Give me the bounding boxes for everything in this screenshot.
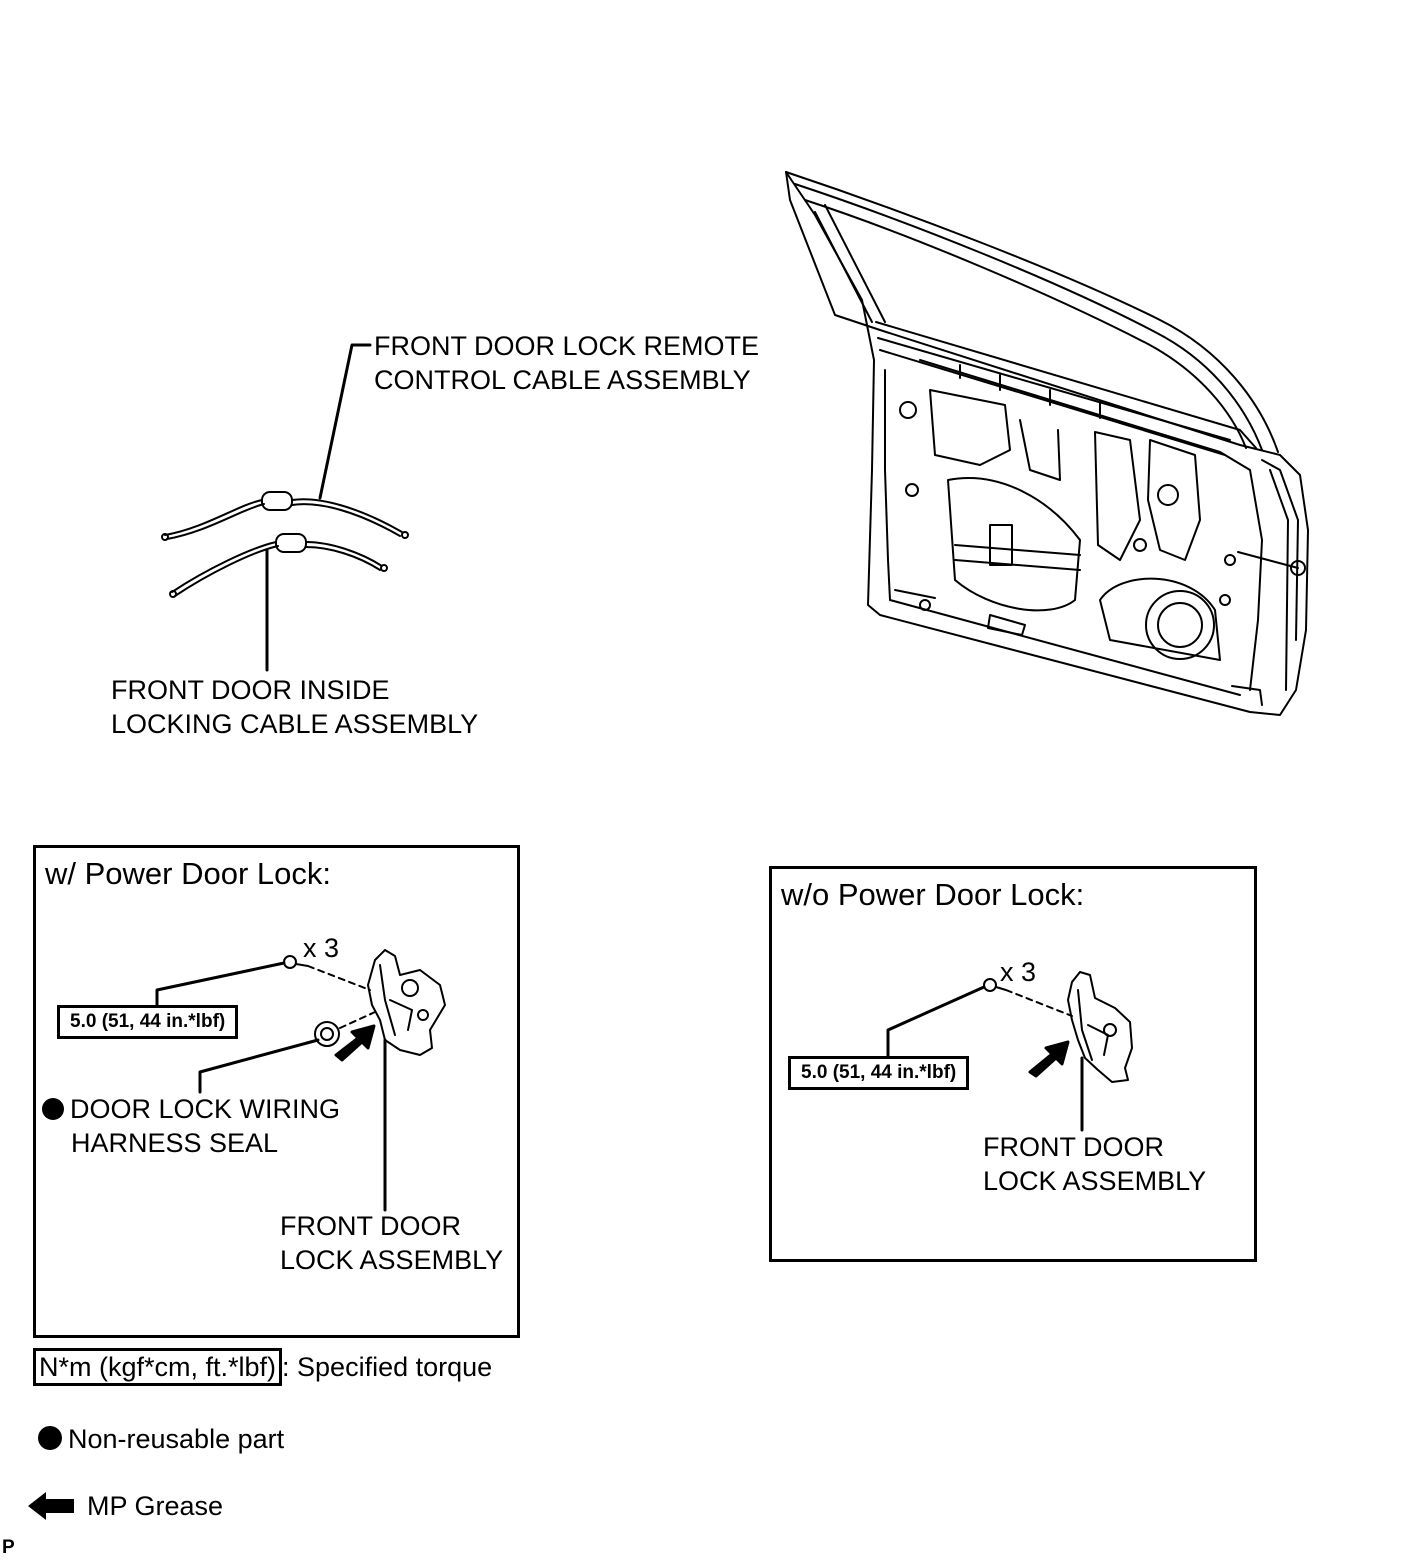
legend-torque-box: N*m (kgf*cm, ft.*lbf) [33, 1348, 283, 1386]
inside-cable-label: FRONT DOOR INSIDE LOCKING CABLE ASSEMBLY [111, 675, 479, 739]
power-door-lock-panel [33, 845, 520, 1338]
inside-locking-cable [169, 533, 388, 598]
grease-arrow-right [1028, 1040, 1070, 1078]
remote-cable-label: FRONT DOOR LOCK REMOTE CONTROL CABLE ASS… [374, 331, 760, 395]
legend-grease: MP Grease [87, 1491, 224, 1521]
harness-seal [314, 1021, 340, 1047]
corner-mark: P [2, 1537, 15, 1558]
legend-torque: N*m (kgf*cm, ft.*lbf): Specified torque [33, 1348, 492, 1386]
front-door-panel [785, 171, 1309, 716]
manual-door-lock-assembly [1067, 971, 1133, 1083]
manual-panel-title: w/o Power Door Lock: [781, 877, 1085, 912]
manual-screw-qty: x 3 [1000, 957, 1037, 987]
legend-nonreusable: Non-reusable part [38, 1422, 284, 1456]
non-reusable-icon [42, 1098, 64, 1120]
legend-torque-desc: : Specified torque [282, 1352, 493, 1382]
harness-seal-label: DOOR LOCK WIRING HARNESS SEAL [42, 1092, 340, 1160]
manual-lock-assembly-label: FRONT DOOR LOCK ASSEMBLY [983, 1132, 1207, 1196]
manual-door-lock-panel [769, 866, 1257, 1262]
non-reusable-legend-icon [38, 1426, 62, 1450]
power-door-lock-assembly [367, 949, 446, 1056]
remote-control-cable [161, 491, 409, 541]
power-lock-assembly-label: FRONT DOOR LOCK ASSEMBLY [280, 1211, 504, 1275]
power-screw-qty: x 3 [303, 933, 340, 963]
grease-arrow-left [334, 1024, 376, 1062]
legend-grease-arrow [28, 1492, 74, 1520]
power-torque-spec: 5.0 (51, 44 in.*lbf) [57, 1005, 239, 1039]
screw-right [983, 978, 1007, 992]
manual-torque-spec: 5.0 (51, 44 in.*lbf) [788, 1056, 970, 1090]
power-panel-title: w/ Power Door Lock: [45, 856, 331, 891]
